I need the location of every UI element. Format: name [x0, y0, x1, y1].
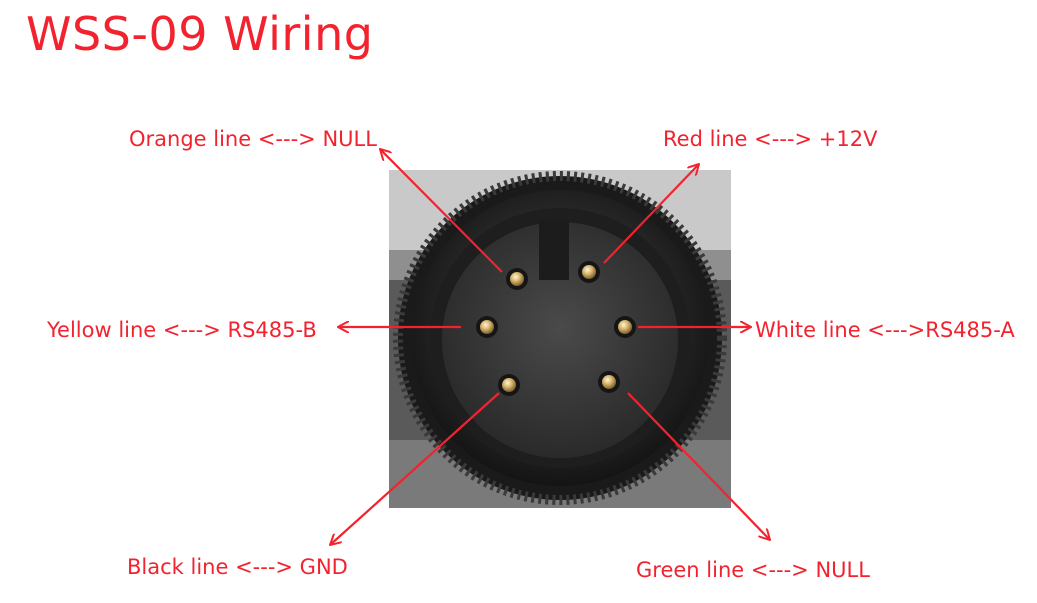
- pin-orange: [506, 268, 528, 290]
- pin-red: [578, 261, 600, 283]
- label-yellow-line: Yellow line <---> RS485-B: [47, 318, 317, 342]
- label-orange-line: Orange line <---> NULL: [129, 127, 377, 151]
- pin-green: [598, 371, 620, 393]
- page-title: WSS-09 Wiring: [26, 7, 374, 61]
- pin-black: [498, 374, 520, 396]
- label-green-line: Green line <---> NULL: [636, 558, 870, 582]
- pin-yellow: [476, 316, 498, 338]
- label-red-line: Red line <---> +12V: [663, 127, 878, 151]
- pin-white: [614, 316, 636, 338]
- connector-photo: [389, 170, 731, 508]
- label-black-line: Black line <---> GND: [127, 555, 348, 579]
- label-white-line: White line <--->RS485-A: [755, 318, 1015, 342]
